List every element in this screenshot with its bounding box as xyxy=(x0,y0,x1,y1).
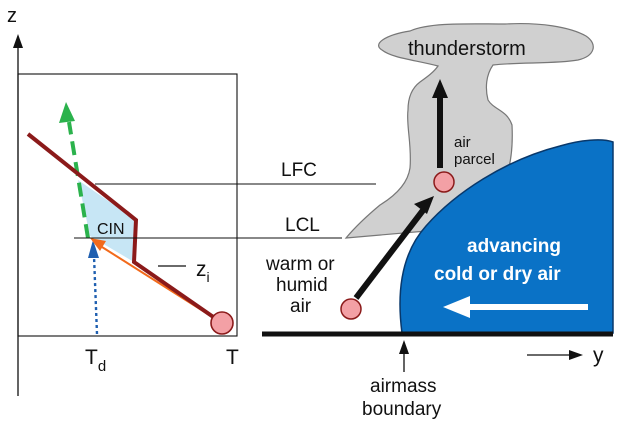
updraft-arrowhead xyxy=(414,196,434,214)
zi-label: zi xyxy=(196,258,210,285)
environment-curve xyxy=(26,132,224,325)
cin-area xyxy=(78,180,136,262)
lfc-label: LFC xyxy=(281,160,317,181)
z-axis-label: z xyxy=(7,5,17,27)
warm-air-line1: warm or xyxy=(265,254,335,275)
cloud-updraft-arrowhead xyxy=(432,79,448,98)
parcel-label-line1: air xyxy=(454,134,471,151)
storm-scene: thunderstorm advancing cold or dry air a… xyxy=(262,23,614,420)
warm-air-line3: air xyxy=(290,296,312,317)
y-axis-label: y xyxy=(593,344,604,367)
cold-air-mass xyxy=(399,139,614,334)
cold-air-arrowhead xyxy=(443,296,470,318)
moist-adiabat xyxy=(67,121,90,239)
sounding-frame xyxy=(17,73,238,337)
warm-air-line2: humid xyxy=(276,275,328,296)
td-label: Td xyxy=(85,346,106,375)
sounding-panel: z CIN zi Td T xyxy=(7,5,239,396)
cold-air-line1: advancing xyxy=(467,236,561,257)
cloud-parcel-dot xyxy=(433,171,455,193)
dewpoint-arrowhead xyxy=(88,240,99,258)
y-axis-arrowhead xyxy=(569,350,583,360)
thunderstorm-label: thunderstorm xyxy=(408,38,526,60)
cin-label: CIN xyxy=(97,221,125,238)
dewpoint-path xyxy=(92,255,99,335)
boundary-arrowhead xyxy=(399,340,409,354)
lcl-label: LCL xyxy=(285,215,320,236)
warm-air-parcel-dot xyxy=(340,298,362,320)
boundary-line1: airmass xyxy=(370,376,437,397)
updraft-arrow xyxy=(353,207,427,300)
moist-adiabat-arrowhead xyxy=(59,102,75,123)
surface-parcel-dot xyxy=(210,311,234,335)
cold-air-line2: cold or dry air xyxy=(434,264,561,285)
t-label: T xyxy=(226,346,239,369)
parcel-label-line2: parcel xyxy=(454,151,495,168)
boundary-line2: boundary xyxy=(362,399,442,420)
parcel-arrowhead xyxy=(90,238,106,251)
z-axis-arrowhead xyxy=(13,34,23,48)
